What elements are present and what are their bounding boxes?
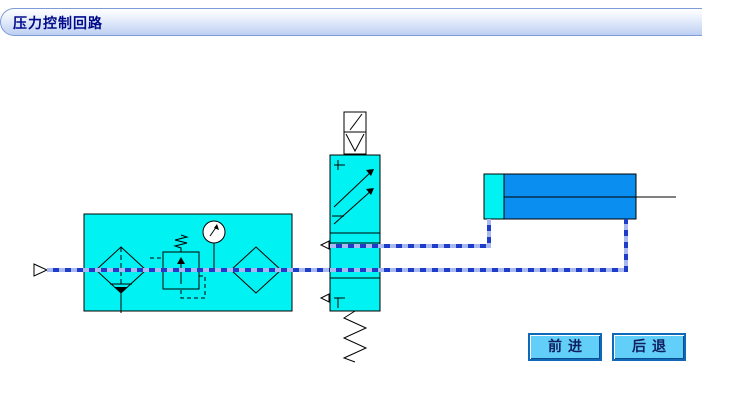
page-title: 压力控制回路 (13, 16, 103, 32)
back-button[interactable]: 后退 (612, 333, 686, 361)
working-line-a (330, 219, 491, 248)
valve-actuator-box (343, 131, 367, 155)
frl-unit (83, 213, 293, 313)
solenoid-coil (343, 111, 367, 133)
lubricator-symbol (230, 246, 282, 294)
regulator-pilot-line (180, 275, 206, 299)
air-source-symbol (33, 263, 49, 277)
pneumatic-cylinder (483, 173, 676, 220)
regulator-spring (173, 234, 189, 252)
pressure-gauge (202, 220, 226, 270)
forward-button[interactable]: 前进 (528, 333, 602, 361)
valve-crossover-arrows (333, 169, 374, 225)
working-line-b (330, 219, 628, 272)
solenoid-valve (319, 111, 381, 363)
title-bar: 压力控制回路 (0, 8, 702, 36)
valve-blocked-ports (332, 160, 345, 308)
valve-return-spring (342, 310, 368, 363)
valve-exhaust-ports (319, 240, 330, 303)
cylinder-piston (483, 173, 505, 220)
filter-symbol (95, 246, 147, 313)
frl-unit-housing (83, 213, 293, 312)
